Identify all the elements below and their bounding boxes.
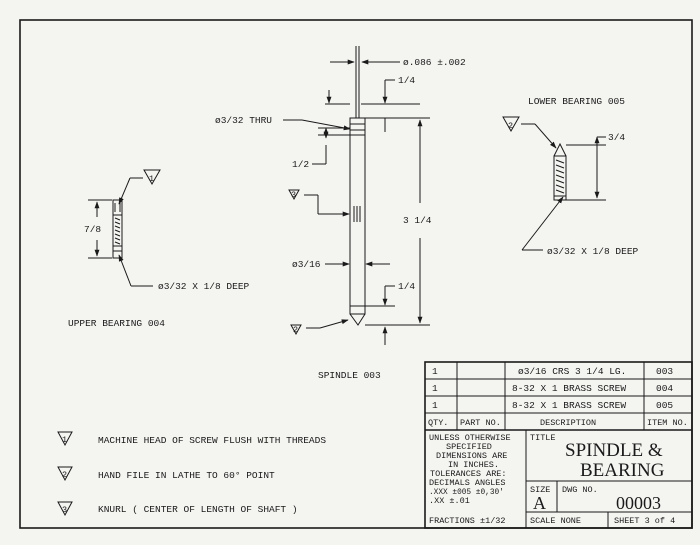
spindle-flag-2: 2: [293, 325, 298, 335]
dim-upper-length: 7/8: [84, 224, 101, 235]
note-3-number: 3: [62, 505, 67, 515]
dim-shaft-diameter: ø.086 ±.002: [403, 57, 466, 68]
dim-overall-length: 3 1/4: [403, 215, 432, 226]
bom-desc: 8-32 X 1 BRASS SCREW: [512, 383, 626, 394]
note-3-text: KNURL ( CENTER OF LENGTH OF SHAFT ): [98, 504, 298, 515]
bom-header-part: PART NO.: [460, 418, 501, 428]
dim-thru-hole: ø3/32 THRU: [215, 115, 272, 126]
sheet-field: SHEET 3 of 4: [614, 516, 675, 526]
upper-bearing-view: 7/8 1 ø3/32 X 1/8 DEEP: [84, 169, 250, 292]
note-1: 1 MACHINE HEAD OF SCREW FLUSH WITH THREA…: [57, 431, 326, 447]
tol-line: .XX ±.01: [429, 496, 470, 506]
note-1-number: 1: [62, 435, 67, 445]
upper-bearing-label: UPPER BEARING 004: [68, 318, 165, 329]
dim-lower-hole: ø3/32 X 1/8 DEEP: [547, 246, 639, 257]
dim-top-quarter: 1/4: [398, 75, 415, 86]
tol-line: DECIMALS ANGLES: [429, 478, 506, 488]
upper-flag-1: 1: [149, 174, 154, 184]
bom-qty: 1: [432, 383, 438, 394]
tol-line: UNLESS OTHERWISE: [429, 433, 511, 443]
dim-knurl-diameter: ø3/16: [292, 259, 321, 270]
bom-row: 1 8-32 X 1 BRASS SCREW 005: [432, 400, 673, 411]
bom-qty: 1: [432, 366, 438, 377]
sheet-border: [19, 19, 693, 529]
size-value: A: [533, 493, 546, 513]
tol-line: DIMENSIONS ARE: [436, 451, 507, 461]
spindle-flag-3: 3: [291, 190, 296, 200]
dim-lower-length: 3/4: [608, 132, 625, 143]
dim-upper-hole: ø3/32 X 1/8 DEEP: [158, 281, 250, 292]
dim-half: 1/2: [292, 159, 309, 170]
bom-header-desc: DESCRIPTION: [540, 418, 596, 428]
bom-header-row: QTY. PART NO. DESCRIPTION ITEM NO.: [428, 418, 688, 428]
tol-line: FRACTIONS ±1/32: [429, 516, 506, 526]
spindle-label: SPINDLE 003: [318, 370, 381, 381]
lower-flag-2: 2: [508, 121, 513, 131]
bom-header-qty: QTY.: [428, 418, 448, 428]
lower-bearing-label: LOWER BEARING 005: [528, 96, 625, 107]
dwg-no-label: DWG NO.: [562, 485, 598, 495]
note-2-text: HAND FILE IN LATHE TO 60° POINT: [98, 470, 275, 481]
bom-row: 1 8-32 X 1 BRASS SCREW 004: [432, 383, 673, 394]
bom-qty: 1: [432, 400, 438, 411]
dwg-no-value: 00003: [616, 493, 661, 513]
tolerance-block: UNLESS OTHERWISE SPECIFIED DIMENSIONS AR…: [429, 433, 511, 526]
note-2: 2 HAND FILE IN LATHE TO 60° POINT: [57, 466, 275, 482]
tol-line: IN INCHES.: [448, 460, 499, 470]
spindle-view: ø.086 ±.002 1/4 ø3/32 THRU 1/2 3 1/4 ø3/: [215, 46, 466, 345]
bom-row: 1 ø3/16 CRS 3 1/4 LG. 003: [432, 366, 673, 377]
scale-field: SCALE NONE: [530, 516, 581, 526]
title-label: TITLE: [530, 433, 556, 443]
bom-desc: ø3/16 CRS 3 1/4 LG.: [518, 366, 626, 377]
bom-item: 005: [656, 400, 673, 411]
tol-line: TOLERANCES ARE:: [430, 469, 507, 479]
note-3: 3 KNURL ( CENTER OF LENGTH OF SHAFT ): [57, 501, 298, 517]
tol-line: .XXX ±005 ±0,30': [429, 489, 504, 497]
note-1-text: MACHINE HEAD OF SCREW FLUSH WITH THREADS: [98, 435, 326, 446]
bom-header-item: ITEM NO.: [647, 418, 688, 428]
tol-line: SPECIFIED: [446, 442, 492, 452]
lower-bearing-view: 3/4 2 ø3/32 X 1/8 DEEP: [502, 116, 639, 257]
bom-table: 1 ø3/16 CRS 3 1/4 LG. 003 1 8-32 X 1 BRA…: [424, 361, 693, 529]
note-2-number: 2: [62, 470, 67, 480]
notes-list: 1 MACHINE HEAD OF SCREW FLUSH WITH THREA…: [57, 431, 326, 517]
bom-item: 003: [656, 366, 673, 377]
drawing-title-line1: SPINDLE &: [565, 440, 663, 461]
bom-desc: 8-32 X 1 BRASS SCREW: [512, 400, 626, 411]
size-label: SIZE: [530, 485, 550, 495]
dim-bottom-quarter: 1/4: [398, 281, 415, 292]
drawing-title-line2: BEARING: [580, 460, 665, 481]
bom-item: 004: [656, 383, 673, 394]
